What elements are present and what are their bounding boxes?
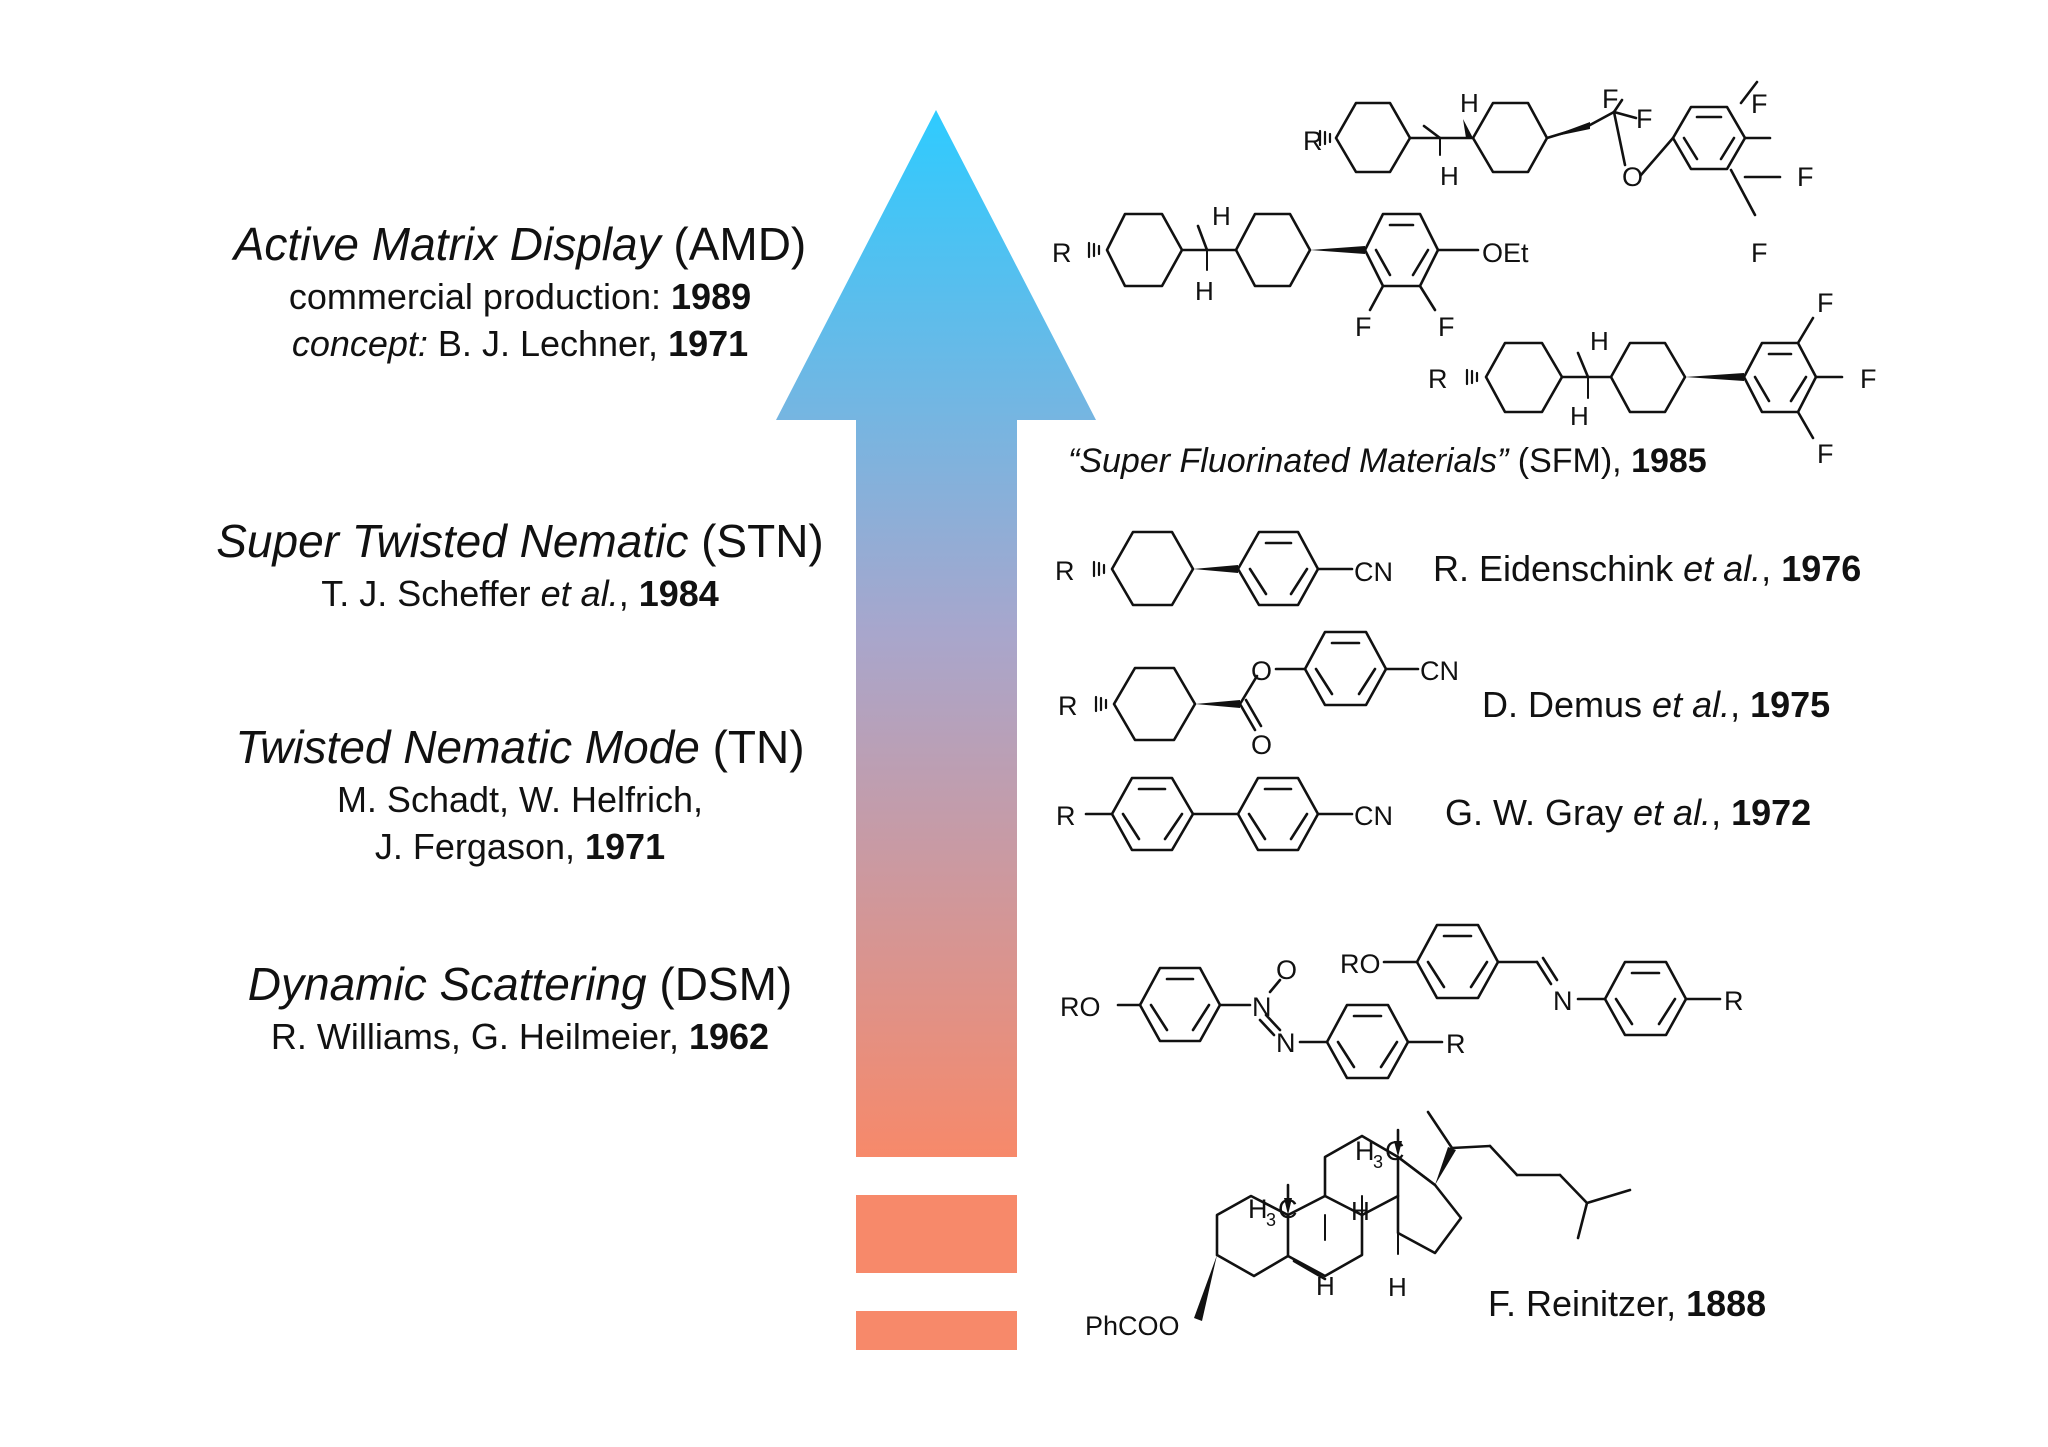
svg-text:PhCOO: PhCOO — [1085, 1311, 1180, 1341]
svg-text:H: H — [1248, 1194, 1268, 1224]
cyclohexane-ring — [1112, 666, 1197, 742]
bond — [1729, 168, 1757, 217]
svg-text:R: R — [1056, 801, 1076, 831]
era-detail: R. Williams, G. Heilmeier, 1962 — [270, 1016, 770, 1057]
svg-text:O: O — [1251, 656, 1272, 686]
structure-cholesteryl-benzoate: PhCOO H 3 C H 3 C H H H — [1085, 1110, 1632, 1341]
era-title: Super Twisted Nematic (STN) — [216, 515, 824, 567]
svg-text:OEt: OEt — [1482, 238, 1529, 268]
structure-azoxy: RO N O N R — [1060, 955, 1466, 1080]
svg-text:R: R — [1428, 364, 1448, 394]
sfm-caption: “Super Fluorinated Materials” (SFM), 198… — [1068, 442, 1707, 480]
svg-text:F: F — [1602, 84, 1619, 114]
cyclohexane-ring — [1105, 212, 1184, 288]
svg-text:F: F — [1636, 104, 1653, 134]
ref-reinitzer: F. Reinitzer, 1888 — [1488, 1283, 1767, 1324]
svg-text:F: F — [1751, 238, 1768, 268]
sfm-structure-2: R H H OEt F F — [1052, 201, 1529, 342]
era-amd: Active Matrix Display (AMD) commercial p… — [140, 215, 900, 367]
cyclohexane-ring — [1609, 341, 1687, 414]
ref-demus: D. Demus et al., 1975 — [1482, 684, 1831, 725]
svg-text:F: F — [1797, 162, 1814, 192]
svg-text:H: H — [1570, 401, 1589, 431]
arrow-break-segment-1 — [856, 1195, 1017, 1273]
svg-text:R: R — [1446, 1029, 1466, 1059]
svg-text:N: N — [1252, 992, 1272, 1022]
svg-text:H: H — [1388, 1272, 1407, 1302]
svg-text:F: F — [1438, 312, 1455, 342]
svg-text:RO: RO — [1060, 992, 1101, 1022]
era-detail: J. Fergason, 1971 — [374, 826, 666, 867]
svg-text:F: F — [1860, 364, 1877, 394]
era-detail: concept: B. J. Lechner, 1971 — [291, 323, 749, 364]
svg-text:R: R — [1052, 238, 1072, 268]
svg-text:F: F — [1817, 439, 1834, 469]
svg-text:R: R — [1724, 986, 1744, 1016]
svg-text:R: R — [1058, 691, 1078, 721]
structure-imine: RO N R — [1340, 923, 1744, 1037]
cyclohexane-ring — [1471, 101, 1549, 174]
svg-text:O: O — [1622, 162, 1643, 192]
arrow-break-segment-2 — [856, 1311, 1017, 1350]
svg-text:C: C — [1385, 1136, 1405, 1166]
cyclohexane-ring — [1484, 341, 1564, 414]
era-detail: T. J. Scheffer et al., 1984 — [321, 573, 719, 614]
era-title: Active Matrix Display (AMD) — [233, 218, 807, 270]
svg-text:CN: CN — [1354, 557, 1393, 587]
era-detail: commercial production: 1989 — [288, 276, 752, 317]
svg-text:O: O — [1276, 955, 1297, 985]
svg-text:O: O — [1251, 730, 1272, 760]
svg-text:H: H — [1195, 276, 1214, 306]
svg-text:F: F — [1817, 288, 1834, 318]
svg-text:R: R — [1303, 126, 1323, 156]
sfm-structure-3: R H H F F F — [1428, 288, 1877, 469]
cyclohexane-ring — [1110, 530, 1195, 607]
era-dsm: Dynamic Scattering (DSM) R. Williams, G.… — [140, 955, 900, 1060]
svg-text:F: F — [1751, 89, 1768, 119]
structure-gray: R CN — [1056, 776, 1393, 852]
svg-text:H: H — [1460, 88, 1479, 118]
svg-text:CN: CN — [1354, 801, 1393, 831]
svg-text:3: 3 — [1373, 1152, 1383, 1172]
svg-text:CN: CN — [1420, 656, 1459, 686]
svg-text:RO: RO — [1340, 949, 1381, 979]
svg-text:N: N — [1276, 1028, 1296, 1058]
sfm-structure-1: R H H F F O F F F — [1303, 80, 1814, 268]
svg-text:3: 3 — [1266, 1210, 1276, 1230]
ref-eidenschink: R. Eidenschink et al., 1976 — [1433, 548, 1862, 589]
svg-text:H: H — [1351, 1196, 1370, 1226]
svg-text:H: H — [1440, 161, 1459, 191]
svg-text:H: H — [1316, 1271, 1335, 1301]
era-tn: Twisted Nematic Mode (TN) M. Schadt, W. … — [140, 718, 900, 870]
svg-text:H: H — [1212, 201, 1231, 231]
structure-demus: R O O CN — [1058, 630, 1459, 760]
ref-gray: G. W. Gray et al., 1972 — [1445, 792, 1812, 833]
svg-text:N: N — [1553, 986, 1573, 1016]
cyclohexane-ring — [1234, 212, 1312, 288]
cyclohexane-ring — [1334, 101, 1412, 174]
era-detail: M. Schadt, W. Helfrich, — [336, 779, 704, 820]
svg-text:R: R — [1055, 556, 1075, 586]
svg-text:H: H — [1355, 1136, 1375, 1166]
era-title: Twisted Nematic Mode (TN) — [235, 721, 805, 773]
svg-text:C: C — [1278, 1194, 1298, 1224]
arrow-body — [776, 110, 1096, 1157]
era-stn: Super Twisted Nematic (STN) T. J. Scheff… — [140, 512, 900, 617]
svg-text:F: F — [1355, 312, 1372, 342]
svg-text:H: H — [1590, 326, 1609, 356]
era-title: Dynamic Scattering (DSM) — [247, 958, 793, 1010]
structure-eidenschink: R CN — [1055, 530, 1393, 607]
